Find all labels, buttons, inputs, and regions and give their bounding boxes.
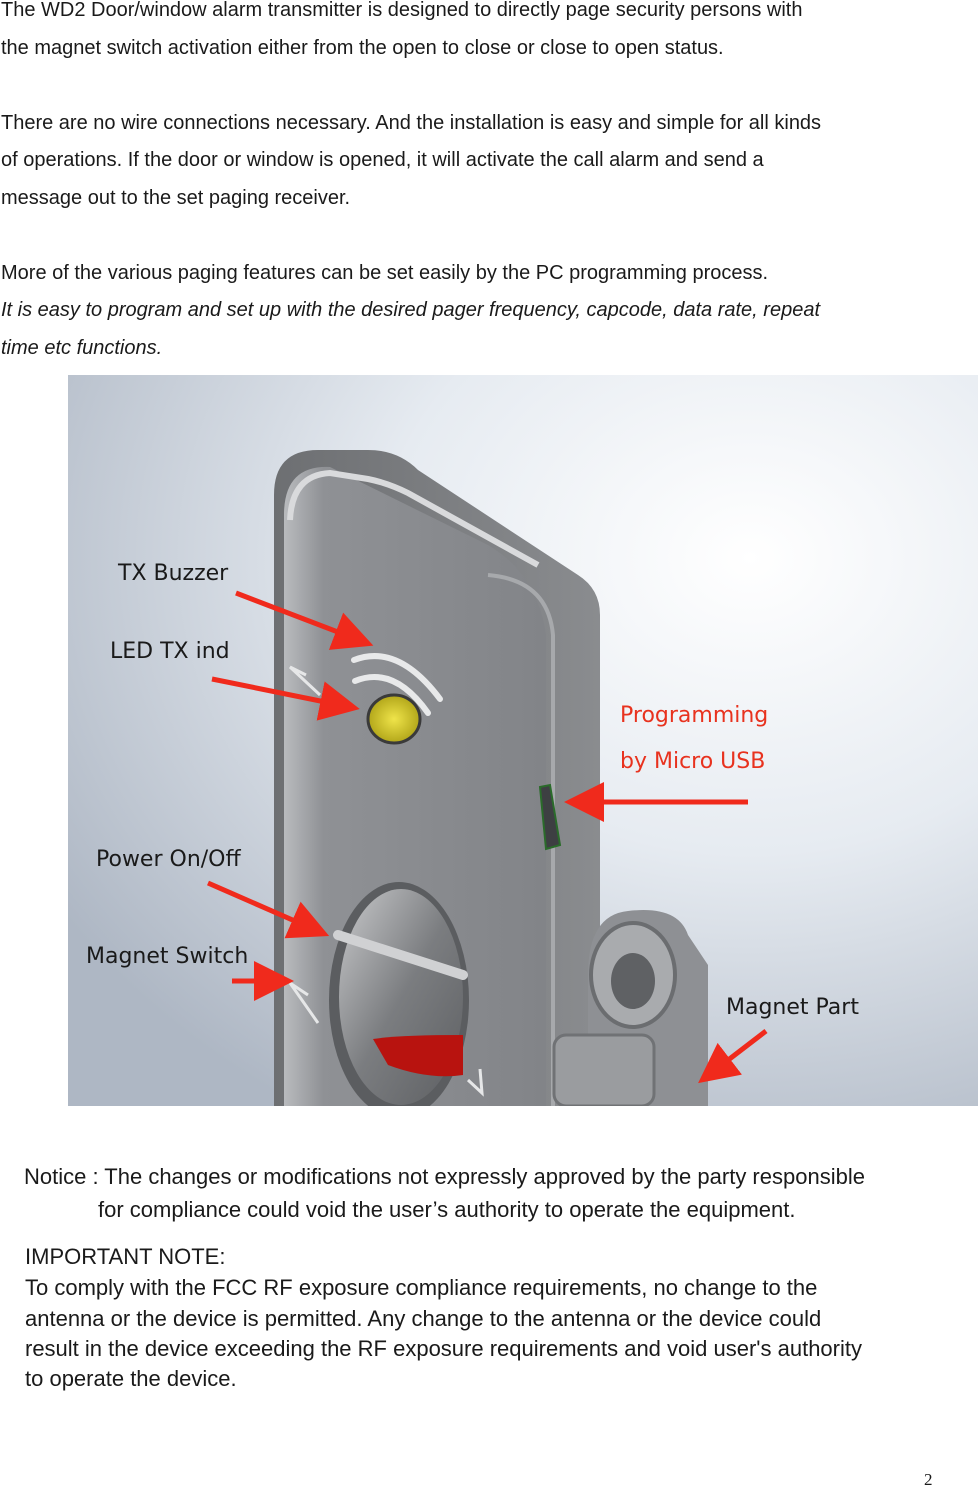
notice-line2: for compliance could void the user’s aut… bbox=[98, 1197, 796, 1222]
arrow-tx-buzzer bbox=[235, 590, 374, 650]
intro-p3-italic-line2: time etc functions. bbox=[1, 337, 163, 359]
device-figure: TX Buzzer LED TX ind Power On/Off Magnet… bbox=[68, 375, 978, 1106]
intro-p2-line3: message out to the set paging receiver. bbox=[1, 187, 351, 209]
power-switch-knob bbox=[329, 882, 469, 1106]
important-line3: result in the device exceeding the RF ex… bbox=[25, 1336, 862, 1361]
label-led-tx-ind: LED TX ind bbox=[110, 639, 230, 664]
important-line4: to operate the device. bbox=[25, 1366, 237, 1391]
intro-p1-line1: The WD2 Door/window alarm transmitter is… bbox=[1, 0, 803, 21]
direction-mark-bottom bbox=[466, 1068, 484, 1097]
magnet-part bbox=[552, 910, 708, 1106]
arrow-power-on-off bbox=[206, 880, 330, 939]
arrow-led-tx-ind bbox=[211, 676, 360, 721]
buzzer-slots bbox=[351, 653, 443, 716]
direction-mark-upper bbox=[288, 665, 322, 697]
important-line2: antenna or the device is permitted. Any … bbox=[25, 1306, 822, 1331]
page-number: 2 bbox=[924, 1470, 933, 1489]
intro-p2-line1: There are no wire connections necessary.… bbox=[1, 112, 822, 134]
important-line1: To comply with the FCC RF exposure compl… bbox=[25, 1275, 818, 1300]
label-tx-buzzer: TX Buzzer bbox=[117, 561, 229, 586]
intro-p3-line1: More of the various paging features can … bbox=[1, 262, 769, 284]
label-by-micro-usb: by Micro USB bbox=[620, 749, 765, 774]
intro-p2-line2: of operations. If the door or window is … bbox=[1, 149, 764, 171]
label-programming: Programming bbox=[620, 703, 768, 728]
label-power-on-off: Power On/Off bbox=[96, 847, 241, 872]
label-magnet-part: Magnet Part bbox=[726, 995, 859, 1020]
label-magnet-switch: Magnet Switch bbox=[86, 944, 248, 969]
arrow-magnet-part bbox=[698, 1029, 768, 1084]
important-heading: IMPORTANT NOTE: bbox=[25, 1244, 226, 1269]
intro-p3-italic-line1: It is easy to program and set up with th… bbox=[1, 299, 821, 321]
intro-p1-line2: the magnet switch activation either from… bbox=[1, 37, 724, 59]
led-tx-indicator bbox=[366, 693, 422, 745]
notice-line1: Notice : The changes or modifications no… bbox=[24, 1164, 865, 1189]
